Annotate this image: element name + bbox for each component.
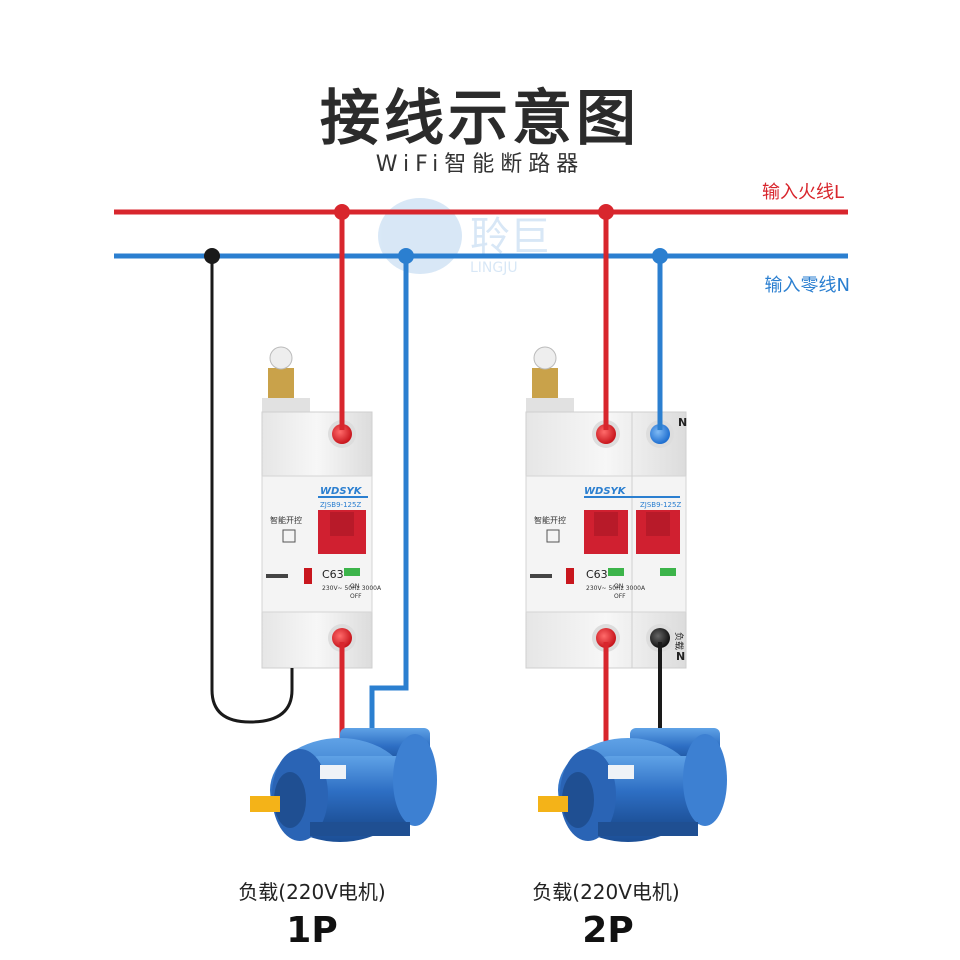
breaker-2p: WDSYK ZJSB9-125Z 智能开控 C63 230V~ 50Hz 300… [525,346,687,669]
breaker-rating: C63 [586,568,608,581]
breaker-model: ZJSB9-125Z [640,501,681,509]
breaker-brand: WDSYK [320,486,363,497]
motor-2p [538,728,727,842]
breaker-1p: WDSYK ZJSB9-125Z 智能开控 C63 230V~ 50Hz 300… [261,346,382,669]
neutral-line-label: 输入零线N [764,275,850,296]
load-label-2p: 负载(220V电机) [532,880,680,904]
breaker-on: ON [614,583,623,590]
breaker-panel-text: 智能开控 [270,515,302,525]
terminal-live-out [596,628,616,648]
breaker-on: ON [350,583,359,590]
terminal-live-in [332,424,352,444]
breaker-off: OFF [614,593,626,600]
terminal-neutral-out [650,628,670,648]
terminal-neutral-in [650,424,670,444]
breaker-rating: C63 [322,568,344,581]
terminal-knob [268,368,294,398]
watermark-sub: LINGJU [470,260,518,276]
terminal-live-in [596,424,616,444]
terminal-live-out [332,628,352,648]
breaker-specs: 230V~ 50Hz 3000A [322,585,382,592]
breaker-brand: WDSYK [584,486,627,497]
load-side-label: 负载 [673,632,685,650]
load-label-1p: 负载(220V电机) [238,880,386,904]
breaker-specs: 230V~ 50Hz 3000A [586,585,646,592]
pole-label-2p: 2P [582,910,634,951]
page-subtitle: WiFi智能断路器 [375,152,585,177]
breaker-off: OFF [350,593,362,600]
breaker-model: ZJSB9-125Z [320,501,361,509]
n-bottom-label: N [676,650,685,663]
watermark-text: 聆巨 [470,214,550,260]
page-title: 接线示意图 [320,84,640,154]
breaker-panel-text: 智能开控 [534,515,566,525]
live-line-label: 输入火线L [761,182,844,203]
pole-label-1p: 1P [286,910,338,951]
motor-1p [250,728,437,842]
n-top-label: N [678,416,687,429]
